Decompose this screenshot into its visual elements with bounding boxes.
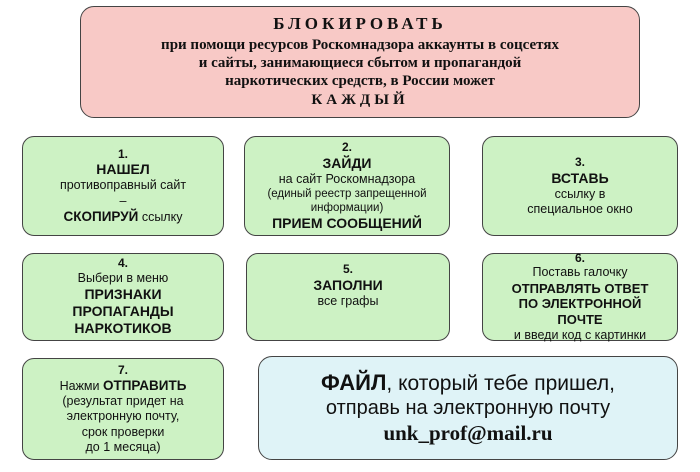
step-footer: ПРИЕМ СООБЩЕНИЙ [272, 214, 422, 231]
step-3-box: 3. ВСТАВЬ ссылку в специальное окно [482, 136, 678, 236]
step-tail: и введи код с картинки [513, 328, 647, 343]
step-note-line: (результат придет на [62, 394, 184, 409]
step-number: 4. [117, 256, 128, 271]
step-desc: все графы [317, 293, 379, 308]
email-address[interactable]: unk_prof@mail.ru [383, 420, 553, 445]
step-1-box: 1. НАШЕЛ противоправный сайт – СКОПИРУЙ … [22, 136, 224, 236]
step-note-line: электронную почту, [66, 409, 180, 424]
step-number: 5. [342, 262, 353, 276]
file-lead: ФАЙЛ [321, 369, 387, 395]
step-intro: Выбери в меню [77, 271, 169, 286]
step-number: 6. [574, 250, 585, 265]
file-line-1-rest: , который тебе пришел, [386, 371, 615, 395]
step-title: ВСТАВЬ [551, 169, 609, 186]
header-box: БЛОКИРОВАТЬ при помощи ресурсов Роскомна… [80, 6, 640, 118]
step-action-line: СКОПИРУЙ ссылку [64, 209, 183, 225]
header-title: БЛОКИРОВАТЬ [273, 14, 447, 34]
step-6-box: 6. Поставь галочку ОТПРАВЛЯТЬ ОТВЕТ ПО Э… [482, 250, 678, 343]
step-5-box: 5. ЗАПОЛНИ все графы [246, 253, 450, 341]
step-action-line: Нажми ОТПРАВИТЬ [60, 378, 187, 394]
step-note-line: до 1 месяца) [85, 439, 161, 454]
step-number: 3. [574, 154, 585, 169]
step-desc: на сайт Роскомнадзора [278, 171, 416, 186]
header-line: при помощи ресурсов Роскомнадзора аккаун… [161, 37, 559, 54]
step-intro: Поставь галочку [532, 265, 628, 280]
step-title-line: ПРОПАГАНДЫ [72, 303, 174, 320]
header-line: и сайты, занимающиеся сбытом и пропаганд… [198, 54, 522, 71]
step-7-box: 7. Нажми ОТПРАВИТЬ (результат придет на … [22, 358, 224, 460]
step-prefix: Нажми [59, 378, 103, 393]
step-number: 7. [117, 362, 128, 377]
step-number: 2. [341, 139, 352, 154]
step-action: ОТПРАВИТЬ [102, 377, 187, 393]
file-line-1: ФАЙЛ, который тебе пришел, [321, 370, 615, 397]
step-4-box: 4. Выбери в меню ПРИЗНАКИ ПРОПАГАНДЫ НАР… [22, 253, 224, 341]
step-title-line: ОТПРАВЛЯТЬ ОТВЕТ [511, 280, 649, 296]
file-email-box: ФАЙЛ, который тебе пришел, отправь на эл… [258, 356, 678, 460]
step-tail: ссылку [138, 209, 183, 224]
step-note-line: срок проверки [81, 424, 165, 439]
step-action: СКОПИРУЙ [63, 208, 139, 224]
step-desc: ссылку в специальное окно [527, 186, 633, 216]
header-subtitle: КАЖДЫЙ [311, 92, 409, 109]
step-desc: противоправный сайт – [59, 178, 187, 208]
step-title: ЗАПОЛНИ [313, 276, 383, 293]
step-title: ЗАЙДИ [322, 154, 372, 171]
step-title-line: НАРКОТИКОВ [74, 320, 172, 337]
step-number: 1. [117, 146, 128, 161]
step-note: (единый реестр запрещенной информации) [267, 187, 427, 214]
step-2-box: 2. ЗАЙДИ на сайт Роскомнадзора (единый р… [244, 136, 450, 236]
header-line: наркотических средств, в России может [225, 72, 495, 89]
step-title: НАШЕЛ [96, 161, 150, 178]
file-line-2: отправь на электронную почту [325, 397, 611, 420]
step-title-line: ПРИЗНАКИ [84, 286, 162, 303]
step-title-line: ПО ЭЛЕКТРОННОЙ [518, 296, 642, 312]
step-title-line: ПОЧТЕ [557, 312, 603, 328]
